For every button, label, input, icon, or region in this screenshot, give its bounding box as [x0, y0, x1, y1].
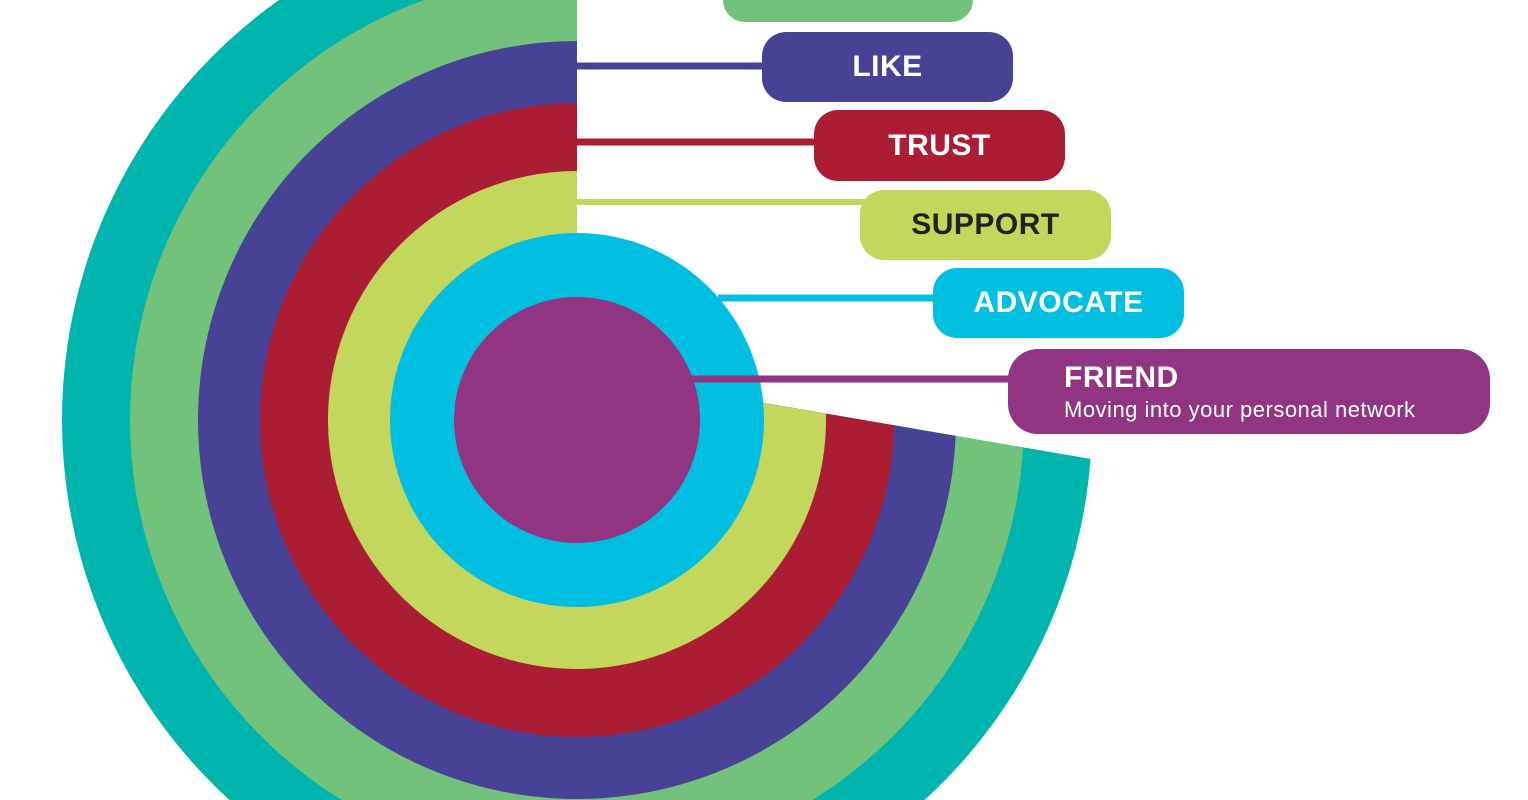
label-trust-text: TRUST — [888, 128, 991, 162]
label-support-text: SUPPORT — [911, 208, 1060, 241]
label-advocate: ADVOCATE — [933, 268, 1184, 338]
label-top-green — [723, 0, 973, 22]
label-friend-title: FRIEND — [1064, 360, 1179, 394]
label-advocate-text: ADVOCATE — [973, 286, 1144, 319]
label-friend-subtitle: Moving into your personal network — [1064, 396, 1416, 422]
label-trust: TRUST — [814, 110, 1065, 181]
core-purple — [454, 297, 700, 543]
label-like-text: LIKE — [852, 50, 923, 83]
label-support: SUPPORT — [860, 190, 1111, 260]
label-friend: FRIEND Moving into your personal network — [1008, 349, 1490, 434]
label-like: LIKE — [762, 32, 1013, 102]
